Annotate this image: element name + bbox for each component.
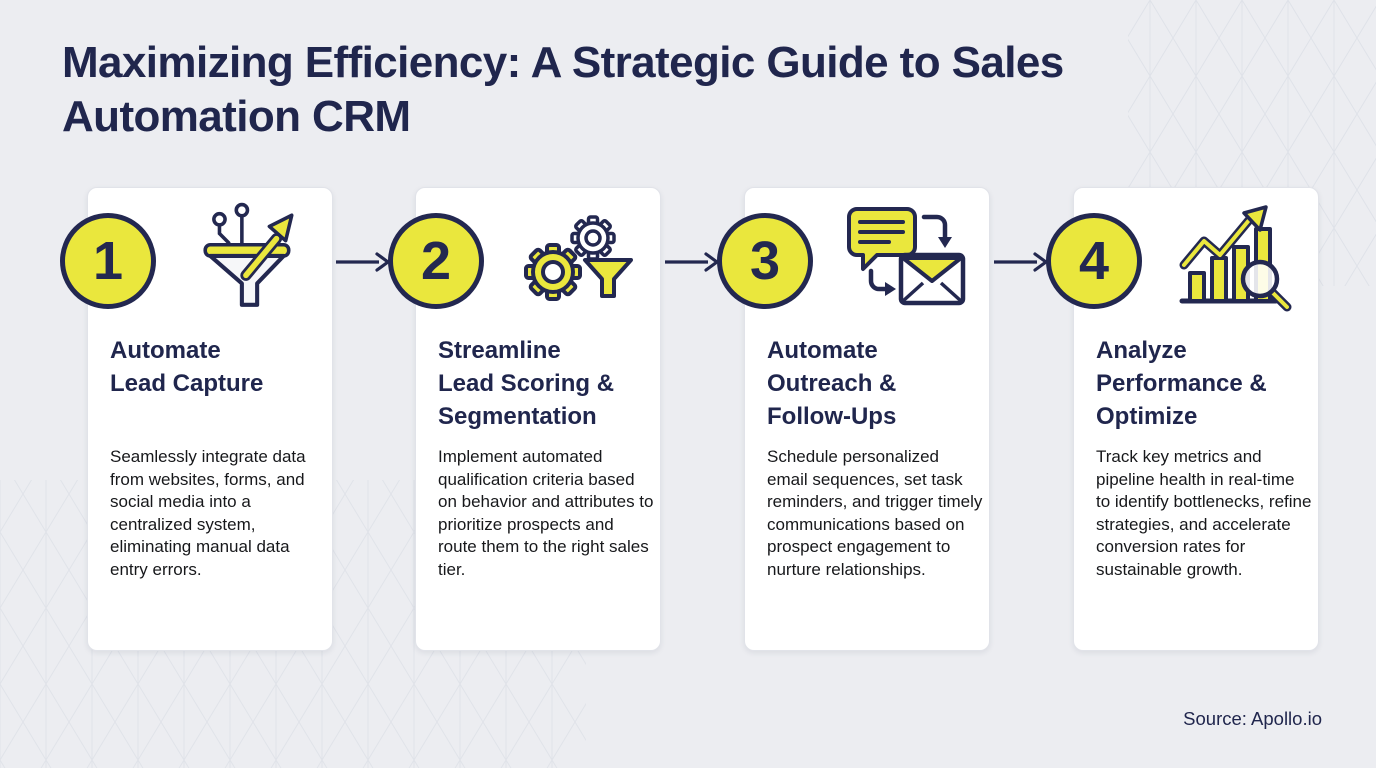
step-description: Track key metrics and pipeline health in… <box>1096 447 1312 579</box>
step-number-badge: 1 <box>60 213 156 309</box>
step-number-badge: 2 <box>388 213 484 309</box>
step-number-badge: 3 <box>717 213 813 309</box>
step-title: Automate Outreach & Follow-Ups <box>767 337 897 430</box>
step-description: Seamlessly integrate data from websites,… <box>110 447 306 579</box>
gears-funnel-icon <box>512 202 642 314</box>
flow-arrow-1 <box>336 252 389 272</box>
step-number: 4 <box>1078 231 1110 291</box>
bar-chart-magnifier-icon <box>1170 202 1300 314</box>
step-number-badge: 4 <box>1046 213 1142 309</box>
step-title: Automate Lead Capture <box>110 337 264 397</box>
step-number: 2 <box>420 231 452 291</box>
page-title: Maximizing Efficiency: A Strategic Guide… <box>62 38 1064 142</box>
chat-envelope-icon <box>841 202 971 314</box>
step-description: Implement automated qualification criter… <box>438 447 654 579</box>
step-description: Schedule personalized email sequences, s… <box>767 447 983 579</box>
flow-arrow-3 <box>994 252 1047 272</box>
step-card-2: 2 <box>388 187 661 651</box>
step-title: Streamline Lead Scoring & Segmentation <box>438 337 615 430</box>
step-number: 1 <box>92 231 124 291</box>
funnel-arrow-icon <box>184 202 314 314</box>
step-title: Analyze Performance & Optimize <box>1096 337 1267 430</box>
flow-arrow-2 <box>665 252 718 272</box>
step-card-1: 1 Automate Lead Capture Seamlessly integ… <box>60 187 333 651</box>
source-attribution: Source: Apollo.io <box>1183 708 1322 729</box>
step-card-4: 4 Analyze Performance & Optimize Track <box>1046 187 1319 651</box>
step-card-3: 3 Automate Outreach & Follow-Ups Sche <box>717 187 990 651</box>
step-number: 3 <box>749 231 781 291</box>
